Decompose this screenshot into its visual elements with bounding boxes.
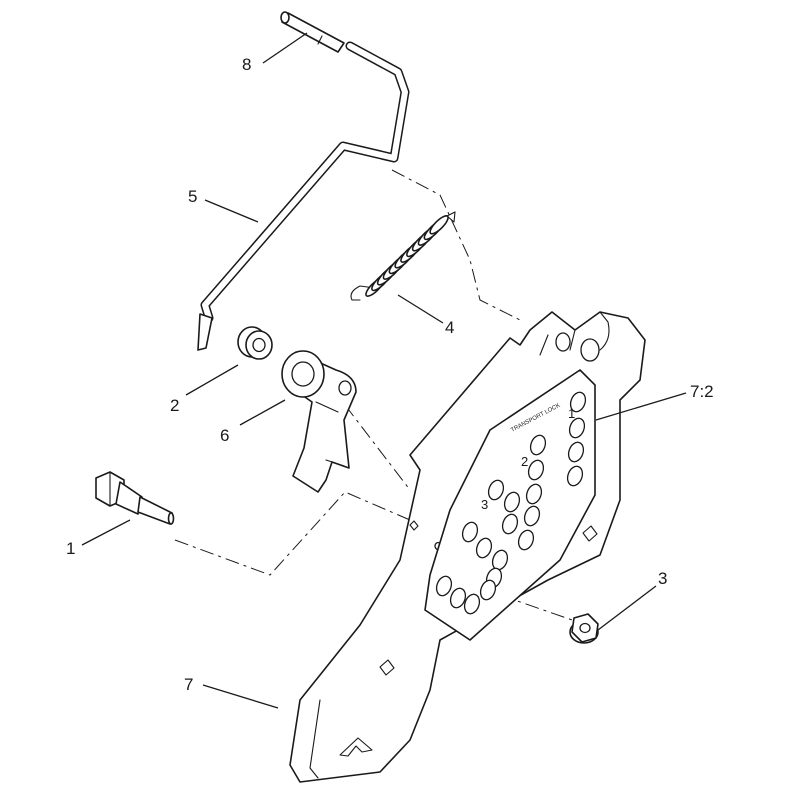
decal-cell <box>569 391 587 413</box>
decal-cell <box>566 465 584 487</box>
decal-cell <box>487 479 505 501</box>
callout-8: 8 <box>242 55 251 74</box>
decal-cell <box>461 521 479 543</box>
part-2-bushing <box>237 326 273 360</box>
callout-labels: 8 5 4 2 6 7:2 1 3 7 <box>66 55 714 694</box>
decal-column-1: 1 <box>568 406 575 421</box>
decal-cell <box>501 513 519 535</box>
part-1-shoulder-bolt <box>95 471 175 525</box>
callout-leaders <box>81 32 687 709</box>
callout-3: 3 <box>658 569 667 588</box>
part-6-latch <box>281 350 357 493</box>
decal-cell <box>475 537 493 559</box>
callout-4: 4 <box>445 318 454 337</box>
callout-5: 5 <box>188 187 197 206</box>
decal-cell <box>449 587 467 609</box>
callout-6: 6 <box>220 426 229 445</box>
decal-column-2: 2 <box>521 454 528 469</box>
part-8-handle-grip <box>280 11 345 53</box>
part-5-handle-rod <box>197 41 410 351</box>
callout-1: 1 <box>66 539 75 558</box>
decal-cell <box>479 579 497 601</box>
decal-cell <box>435 575 453 597</box>
decal-cell <box>527 459 545 481</box>
part-7-2-decal-panel: TRANSPORT LOCK 1 2 3 <box>424 369 596 641</box>
decal-cell <box>523 505 541 527</box>
decal-cell <box>529 434 547 456</box>
part-4-extension-spring <box>350 211 456 301</box>
callout-2: 2 <box>170 396 179 415</box>
decal-cell <box>517 529 535 551</box>
decal-cell <box>463 593 481 615</box>
decal-cell <box>525 483 543 505</box>
spring-coil <box>429 215 449 235</box>
decal-cell <box>567 441 585 463</box>
decal-cell <box>503 491 521 513</box>
decal-cell <box>568 417 586 439</box>
callout-7: 7 <box>184 675 193 694</box>
callout-7-2: 7:2 <box>690 382 714 401</box>
decal-column-3: 3 <box>481 497 488 512</box>
part-3-flange-nut <box>569 613 599 644</box>
